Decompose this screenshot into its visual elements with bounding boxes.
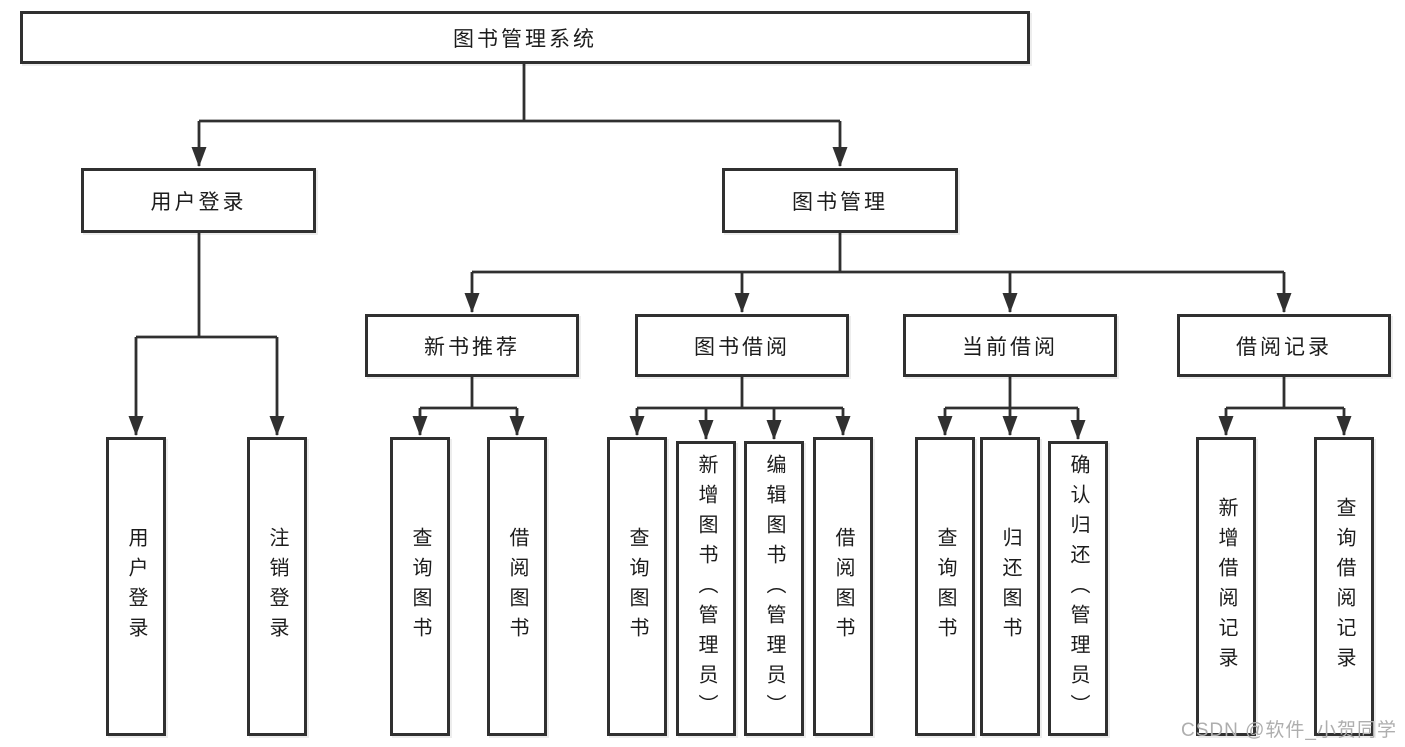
node-label: 编辑图书（管理员） [763, 453, 785, 724]
node-label: 归还图书 [999, 526, 1021, 647]
node-label: 新书推荐 [424, 335, 520, 359]
node-label: 查询图书 [626, 526, 648, 647]
node-label: 图书借阅 [694, 335, 790, 359]
leaf-query-books-current: 查询图书 [915, 437, 975, 736]
leaf-borrow-books-recommend: 借阅图书 [487, 437, 547, 736]
leaf-logout: 注销登录 [247, 437, 307, 736]
node-label: 确认归还（管理员） [1067, 453, 1089, 724]
node-label: 图书管理 [792, 190, 888, 214]
node-library-system: 图书管理系统 [20, 11, 1030, 64]
node-label: 借阅图书 [832, 526, 854, 647]
leaf-query-books-recommend: 查询图书 [390, 437, 450, 736]
node-label: 查询图书 [409, 526, 431, 647]
node-label: 查询借阅记录 [1333, 496, 1355, 677]
node-label: 新增借阅记录 [1215, 496, 1237, 677]
leaf-confirm-return-admin: 确认归还（管理员） [1048, 441, 1108, 736]
node-book-management: 图书管理 [722, 168, 958, 233]
node-label: 图书管理系统 [453, 27, 597, 51]
node-user-login: 用户登录 [81, 168, 316, 233]
node-new-book-recommendation: 新书推荐 [365, 314, 579, 377]
csdn-watermark: CSDN @软件_小贺同学 [1181, 720, 1397, 741]
node-label: 当前借阅 [962, 335, 1058, 359]
leaf-query-books-borrow: 查询图书 [607, 437, 667, 736]
node-label: 借阅图书 [506, 526, 528, 647]
node-label: 借阅记录 [1236, 335, 1332, 359]
node-label: 用户登录 [150, 190, 247, 214]
node-book-borrowing: 图书借阅 [635, 314, 849, 377]
leaf-add-borrow-record: 新增借阅记录 [1196, 437, 1256, 736]
node-current-borrowing: 当前借阅 [903, 314, 1117, 377]
node-label: 查询图书 [934, 526, 956, 647]
node-borrowing-records: 借阅记录 [1177, 314, 1391, 377]
leaf-return-books: 归还图书 [980, 437, 1040, 736]
leaf-borrow-books: 借阅图书 [813, 437, 873, 736]
leaf-query-borrow-record: 查询借阅记录 [1314, 437, 1374, 736]
node-label: 新增图书（管理员） [695, 453, 717, 724]
node-label: 用户登录 [125, 526, 147, 647]
leaf-user-login: 用户登录 [106, 437, 166, 736]
node-label: 注销登录 [266, 526, 288, 647]
leaf-add-books-admin: 新增图书（管理员） [676, 441, 736, 736]
leaf-edit-books-admin: 编辑图书（管理员） [744, 441, 804, 736]
